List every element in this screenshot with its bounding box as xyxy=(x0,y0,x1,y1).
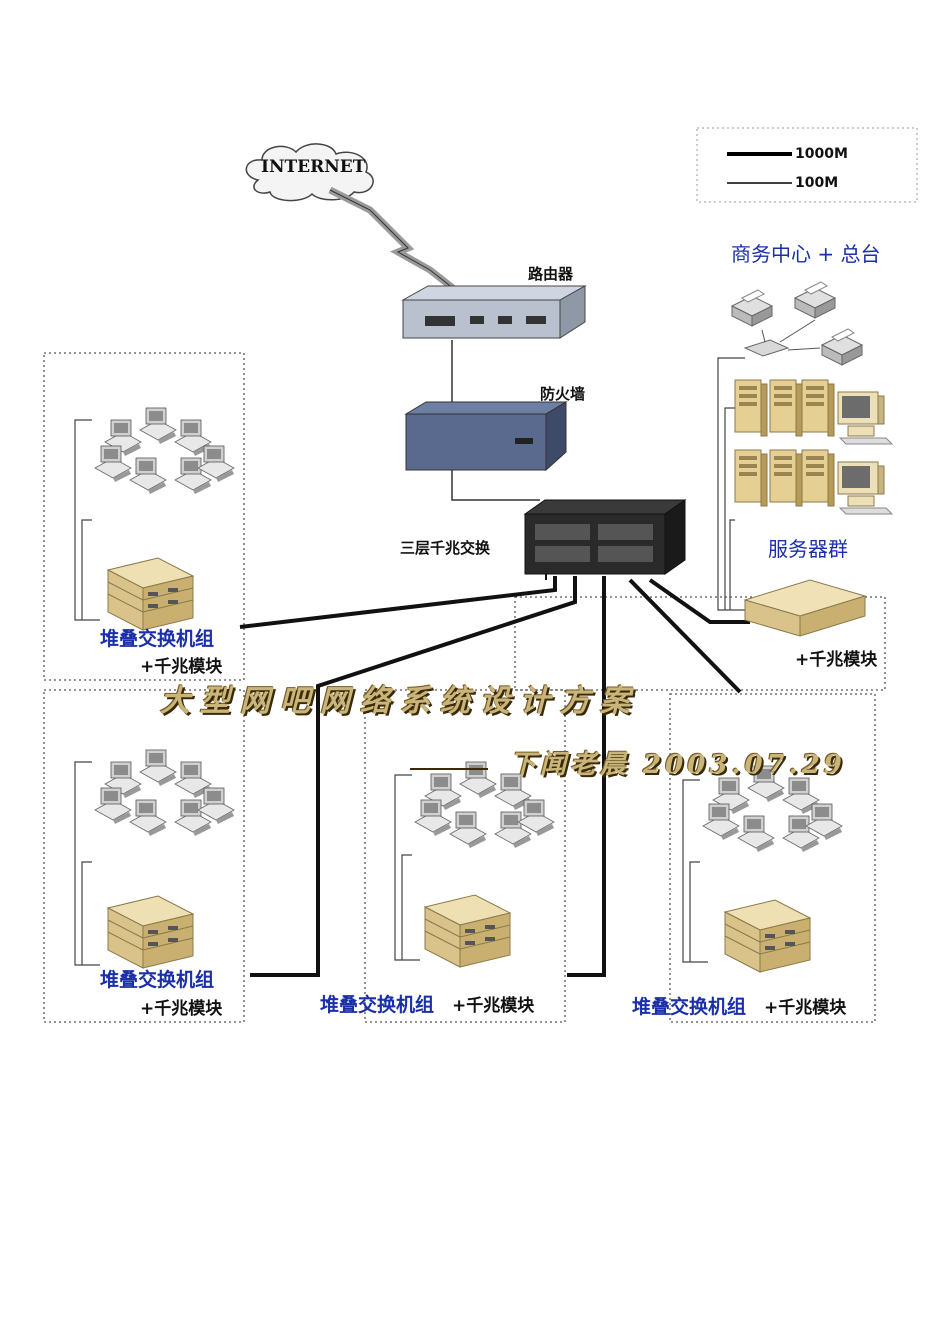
link-group-1 xyxy=(239,576,557,629)
server-frame xyxy=(514,596,886,691)
legend-1000m-label: 1000M xyxy=(795,146,848,162)
group-2-devices xyxy=(74,749,235,969)
firewall-label: 防火墙 xyxy=(540,385,586,403)
server-cluster-icon xyxy=(734,379,893,515)
subtitle-dash xyxy=(410,768,488,770)
group-4-module-label: +千兆模块 xyxy=(764,998,847,1018)
firewall-device-icon xyxy=(404,401,568,472)
router-label: 路由器 xyxy=(528,265,574,283)
group-4-devices xyxy=(682,765,843,973)
group-2-module-label: +千兆模块 xyxy=(140,999,223,1019)
link-servers xyxy=(648,578,750,624)
core-switch-label: 三层千兆交换 xyxy=(400,539,491,557)
legend-100m-label: 100M xyxy=(795,175,839,191)
printer-icon xyxy=(731,289,773,327)
link-group-2 xyxy=(250,576,577,977)
group-1-devices xyxy=(74,407,235,631)
core-switch-icon xyxy=(523,499,687,580)
legend-box xyxy=(696,127,918,203)
legend xyxy=(696,127,918,203)
group-4-switch-label: 堆叠交换机组 xyxy=(632,996,747,1018)
link-group-4 xyxy=(628,578,742,694)
firewall-switch-link xyxy=(451,470,540,501)
group-frames xyxy=(43,352,886,1023)
group-frame-1 xyxy=(43,352,245,681)
internet-cloud-icon xyxy=(245,143,374,202)
diagram-title: 大型网吧网络系统设计方案 xyxy=(160,684,640,719)
printer-icon xyxy=(794,281,836,319)
group-3-module-label: +千兆模块 xyxy=(452,996,535,1016)
server-cluster-label: 服务器群 xyxy=(768,537,848,561)
group-frame-4 xyxy=(669,693,876,1023)
group-3-switch-label: 堆叠交换机组 xyxy=(320,994,435,1016)
group-2-switch-label: 堆叠交换机组 xyxy=(100,969,215,991)
group-1-module-label: +千兆模块 xyxy=(140,657,223,677)
group-frame-2 xyxy=(43,689,245,1023)
business-center-label: 商务中心 + 总台 xyxy=(731,242,881,266)
group-3-devices xyxy=(394,761,555,968)
internet-label: INTERNET xyxy=(261,157,366,177)
router-device-icon xyxy=(401,285,587,339)
server-rack-icon xyxy=(743,579,867,637)
internet-cable-edge xyxy=(329,189,459,293)
link-group-3 xyxy=(567,576,606,977)
group-1-switch-label: 堆叠交换机组 xyxy=(100,628,215,650)
diagram-subtitle: 下闻老晨 2003.07.29 xyxy=(510,750,846,780)
business-center-devices xyxy=(717,281,863,611)
server-module-label: +千兆模块 xyxy=(795,650,878,670)
gigabit-links xyxy=(239,576,750,977)
group-frame-3 xyxy=(364,689,566,1023)
printer-icon xyxy=(821,328,863,366)
